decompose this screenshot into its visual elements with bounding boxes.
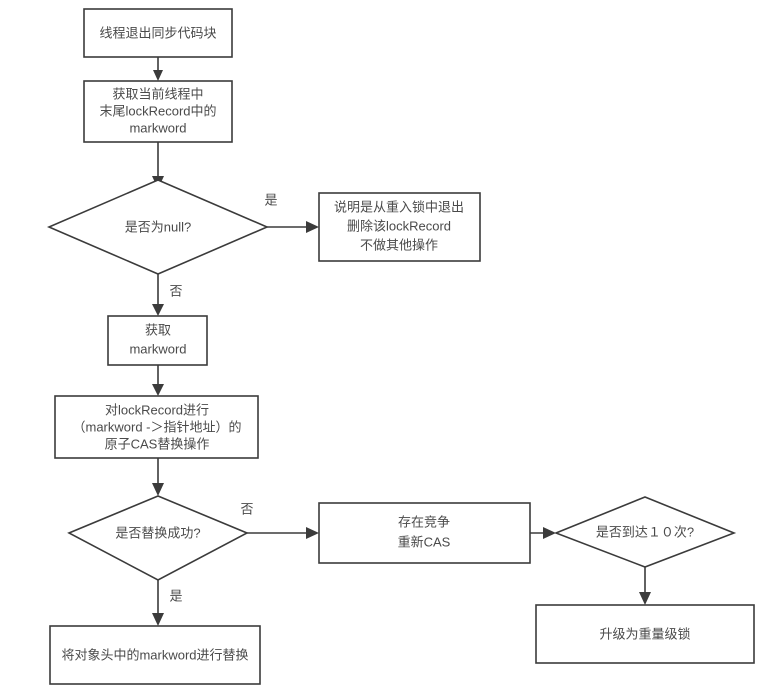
node-label-line: 是否到达１０次? [596,524,694,539]
node-contention-retry[interactable]: 存在竞争 重新CAS [318,502,531,564]
edge-is-null-no: 否 [152,274,183,316]
edge-cas-to-swap-success [152,458,164,496]
arrowhead-icon [152,613,164,626]
edge-label-swap-success-no: 否 [240,501,253,516]
node-shape-diamond [67,495,249,581]
node-reentrant-exit[interactable]: 说明是从重入锁中退出 删除该lockRecord 不做其他操作 [318,192,481,262]
edge-reached-ten-to-upgrade [639,567,651,605]
node-label-line: 是否为null? [125,219,191,234]
node-shape-diamond [553,496,737,568]
node-is-null[interactable]: 是否为null? [46,179,270,275]
edge-label-is-null-yes: 是 [264,192,277,207]
node-label-line: 对lockRecord进行 [105,402,209,417]
arrowhead-icon [152,304,164,316]
node-shape-rect [54,395,259,459]
node-label-line: markword [129,120,186,135]
node-shape-rect [49,625,261,685]
node-get-markword[interactable]: 获取 markword [107,315,208,366]
edge-start-to-get-last [153,57,163,81]
node-shape-diamond [46,179,270,275]
node-shape-rect [83,8,233,58]
node-label-line: （markword -＞指针地址）的 [72,419,241,434]
node-upgrade-heavyweight[interactable]: 升级为重量级锁 [535,604,755,664]
edge-swap-success-no: 否 [240,501,319,539]
edge-contention-to-reached-ten [530,527,556,539]
arrowhead-icon [153,70,163,81]
arrowhead-icon [639,592,651,605]
node-label-line: 存在竞争 [398,514,450,529]
node-label-line: 是否替换成功? [115,525,200,540]
node-replace-object-header[interactable]: 将对象头中的markword进行替换 [49,625,261,685]
node-swap-success[interactable]: 是否替换成功? [67,495,249,581]
node-shape-rect [83,80,233,143]
node-label-line: 删除该lockRecord [347,218,451,233]
node-get-last-lockrecord[interactable]: 获取当前线程中 末尾lockRecord中的 markword [83,80,233,143]
node-shape-rect [318,502,531,564]
node-reached-ten[interactable]: 是否到达１０次? [553,496,737,568]
node-cas-swap[interactable]: 对lockRecord进行 （markword -＞指针地址）的 原子CAS替换… [54,395,259,459]
node-label-line: 原子CAS替换操作 [105,436,210,451]
node-label-line: 重新CAS [398,534,451,549]
edge-get-markword-to-cas [152,365,164,396]
arrowhead-icon [306,221,319,233]
edge-label-is-null-no: 否 [169,283,182,298]
edge-is-null-yes: 是 [264,192,319,233]
node-label-line: markword [129,341,186,356]
node-label-line: 获取 [145,322,171,337]
node-label-line: 升级为重量级锁 [599,626,690,641]
node-label-line: 不做其他操作 [360,237,438,252]
arrowhead-icon [543,527,556,539]
edge-label-swap-success-yes: 是 [169,588,182,603]
node-label-line: 末尾lockRecord中的 [99,103,216,118]
node-label-line: 说明是从重入锁中退出 [334,199,464,214]
arrowhead-icon [152,384,164,396]
node-shape-rect [318,192,481,262]
node-label-line: 线程退出同步代码块 [99,25,216,40]
arrowhead-icon [306,527,319,539]
edge-swap-success-yes: 是 [152,580,183,626]
node-label-line: 获取当前线程中 [112,86,203,101]
node-label-line: 将对象头中的markword进行替换 [61,647,248,662]
node-start[interactable]: 线程退出同步代码块 [83,8,233,58]
node-shape-rect [535,604,755,664]
arrowhead-icon [152,483,164,496]
node-shape-rect [107,315,208,366]
